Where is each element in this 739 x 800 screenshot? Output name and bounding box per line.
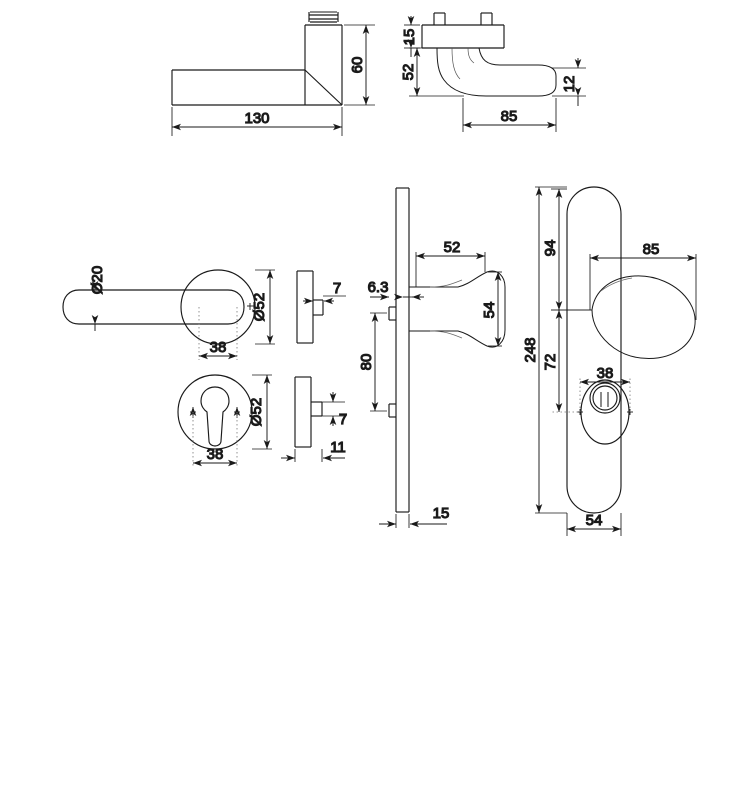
view-lever-side-profile <box>421 12 557 97</box>
view-key-rosette-side <box>294 376 323 448</box>
dim-rose-plate-thickness: 15 <box>400 16 420 57</box>
dim-fixing-centres-vertical: 80 <box>357 312 387 412</box>
dim-label-85-knob: 85 <box>643 241 660 258</box>
dim-lever-neck-height: 60 <box>344 24 375 106</box>
dim-label-130: 130 <box>244 110 269 127</box>
dim-label-dia20: Ø20 <box>89 266 106 294</box>
dim-label-52-top: 52 <box>400 64 417 81</box>
dim-lever-length: 130 <box>171 107 343 136</box>
dim-knob-centre-from-top: 94 <box>541 188 592 311</box>
dim-knob-diameter: 54 <box>480 271 502 347</box>
dim-plate-boss-projection: 6.3 <box>367 278 424 301</box>
dim-label-38-upper: 38 <box>210 339 227 356</box>
view-lever-rosette-side <box>296 270 324 344</box>
dim-plate-overall-length: 248 <box>521 186 567 514</box>
dim-label-85-top: 85 <box>501 108 518 125</box>
dim-label-15-top: 15 <box>401 29 418 46</box>
dim-label-38-lower: 38 <box>207 446 224 463</box>
dim-label-54-knob: 54 <box>481 302 498 319</box>
dim-lever-drop-height: 52 <box>399 47 464 97</box>
dim-label-80: 80 <box>358 354 375 371</box>
dim-label-11: 11 <box>330 439 346 456</box>
dim-cylinder-fixing-centres: 38 <box>579 364 631 412</box>
dim-knob-width: 85 <box>589 240 697 320</box>
dim-label-60: 60 <box>349 57 366 74</box>
dim-knob-projection: 52 <box>415 238 486 287</box>
view-key-rosette-front <box>177 374 253 450</box>
dim-label-12: 12 <box>561 76 578 93</box>
dim-label-dia52-lower: Ø52 <box>248 398 265 426</box>
view-escutcheon-front <box>566 186 696 514</box>
dim-plate-width: 54 <box>566 511 622 536</box>
dim-lever-projection: 85 <box>462 98 557 132</box>
dim-key-rosette-boss-height: 7 <box>322 392 348 429</box>
dim-lever-grip-thickness: 12 <box>552 58 586 106</box>
dim-label-94: 94 <box>542 240 559 257</box>
view-lever-rosette-front <box>62 269 256 345</box>
dim-label-38-cyl: 38 <box>597 365 614 382</box>
dim-label-7-lower: 7 <box>339 411 347 428</box>
dim-key-rosette-overall-thickness: 11 <box>281 438 346 462</box>
dim-label-dia52-upper: Ø52 <box>251 293 268 321</box>
dim-label-248: 248 <box>522 337 539 362</box>
view-escutcheon-side <box>388 187 506 513</box>
dim-label-15-plate: 15 <box>433 505 450 522</box>
dim-rosette-diameter: Ø52 <box>250 269 275 345</box>
dim-label-52-knob: 52 <box>444 239 461 256</box>
dim-lever-bar-diameter: Ø20 <box>88 265 107 331</box>
dim-key-rosette-diameter: Ø52 <box>247 374 272 450</box>
dim-label-54-plate: 54 <box>586 512 603 529</box>
dim-key-rosette-fixing-centres: 38 <box>192 412 238 467</box>
dim-label-7-upper: 7 <box>333 280 341 297</box>
dim-label-72: 72 <box>542 354 559 371</box>
dim-label-63: 6.3 <box>368 279 389 296</box>
view-lever-top <box>171 11 343 106</box>
dim-rosette-fixing-centres: 38 <box>198 307 238 360</box>
dim-rosette-spindle-thickness: 7 <box>303 279 346 305</box>
dim-plate-thickness: 15 <box>379 504 450 528</box>
dim-knob-to-cylinder-centres: 72 <box>541 309 592 413</box>
